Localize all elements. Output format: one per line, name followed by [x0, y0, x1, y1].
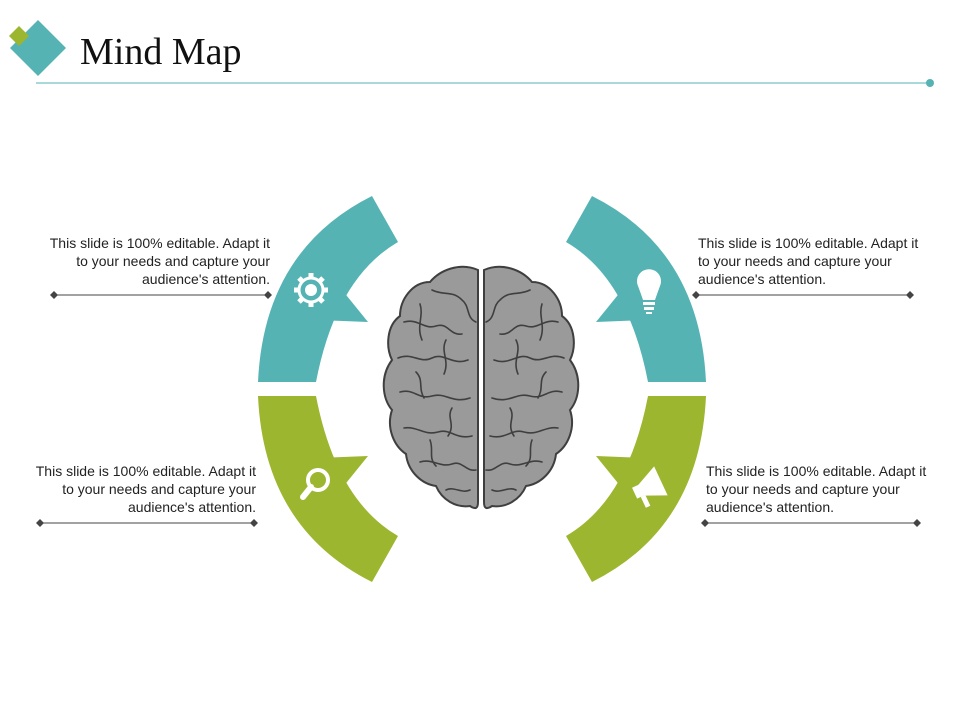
connector-top-left [50, 291, 272, 299]
note-top-right: This slide is 100% editable. Adapt it to… [698, 235, 919, 287]
note-bottom-left: This slide is 100% editable. Adapt it to… [35, 463, 256, 515]
note-top-left: This slide is 100% editable. Adapt it to… [49, 235, 270, 287]
megaphone-icon [632, 466, 668, 508]
brain-icon [382, 265, 580, 510]
title-logo [9, 20, 66, 76]
note-bottom-right: This slide is 100% editable. Adapt it to… [706, 463, 927, 515]
magnifier-icon [300, 468, 330, 500]
segment-top-right [566, 196, 706, 382]
gear-icon [294, 273, 328, 307]
title-underline [36, 79, 934, 87]
connector-bottom-left [36, 519, 258, 527]
connector-top-right [692, 291, 914, 299]
connector-bottom-right [701, 519, 921, 527]
lightbulb-icon [637, 269, 661, 314]
page-title: Mind Map [80, 31, 242, 73]
segment-bottom-left [258, 396, 398, 582]
